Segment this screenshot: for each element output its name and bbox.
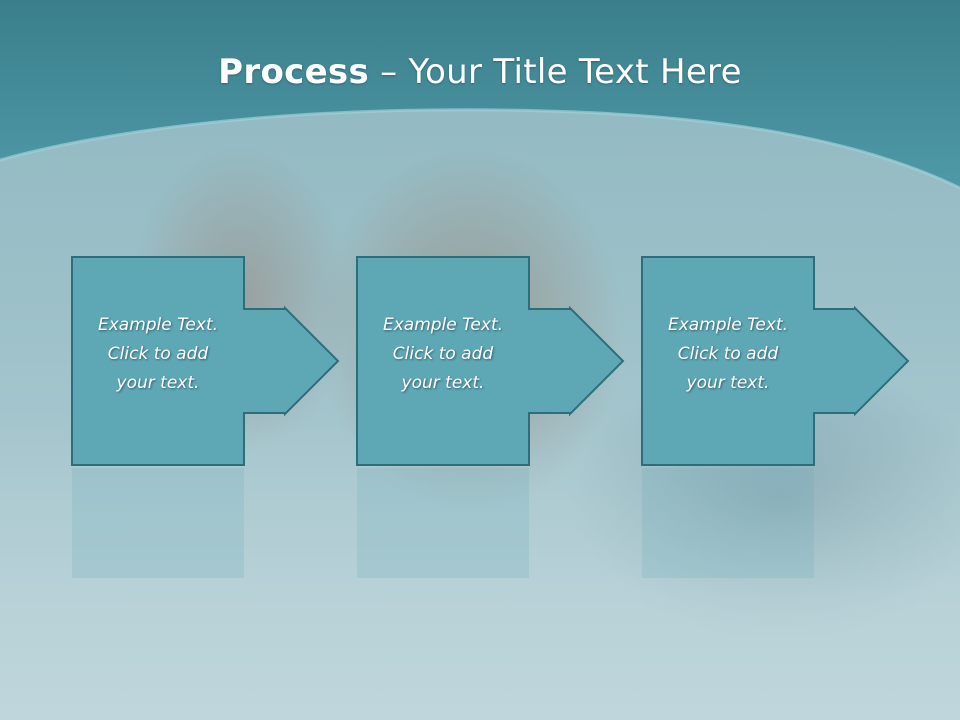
title-bold: Process [218,52,370,92]
step-1-line-3: your text. [116,373,200,393]
step-shape-2[interactable] [356,256,625,466]
title-rest: – Your Title Text Here [369,52,742,92]
step-text-1[interactable]: Example Text. Click to add your text. [72,311,244,398]
slide-title[interactable]: Process – Your Title Text Here [0,52,960,92]
step-2-line-2: Click to add [392,344,494,364]
step-2-line-1: Example Text. [382,315,504,335]
step-text-3[interactable]: Example Text. Click to add your text. [642,311,814,398]
step-3-line-3: your text. [686,373,770,393]
step-text-2[interactable]: Example Text. Click to add your text. [357,311,529,398]
step-reflections [72,468,814,578]
step-3-line-1: Example Text. [667,315,789,335]
background-fade [0,420,960,720]
step-1-line-1: Example Text. [97,315,219,335]
header-banner [0,0,960,190]
step-shape-3[interactable] [641,256,910,466]
step-shape-1[interactable] [71,256,340,466]
step-1-line-2: Click to add [107,344,209,364]
step-2-line-3: your text. [401,373,485,393]
step-3-line-2: Click to add [677,344,779,364]
